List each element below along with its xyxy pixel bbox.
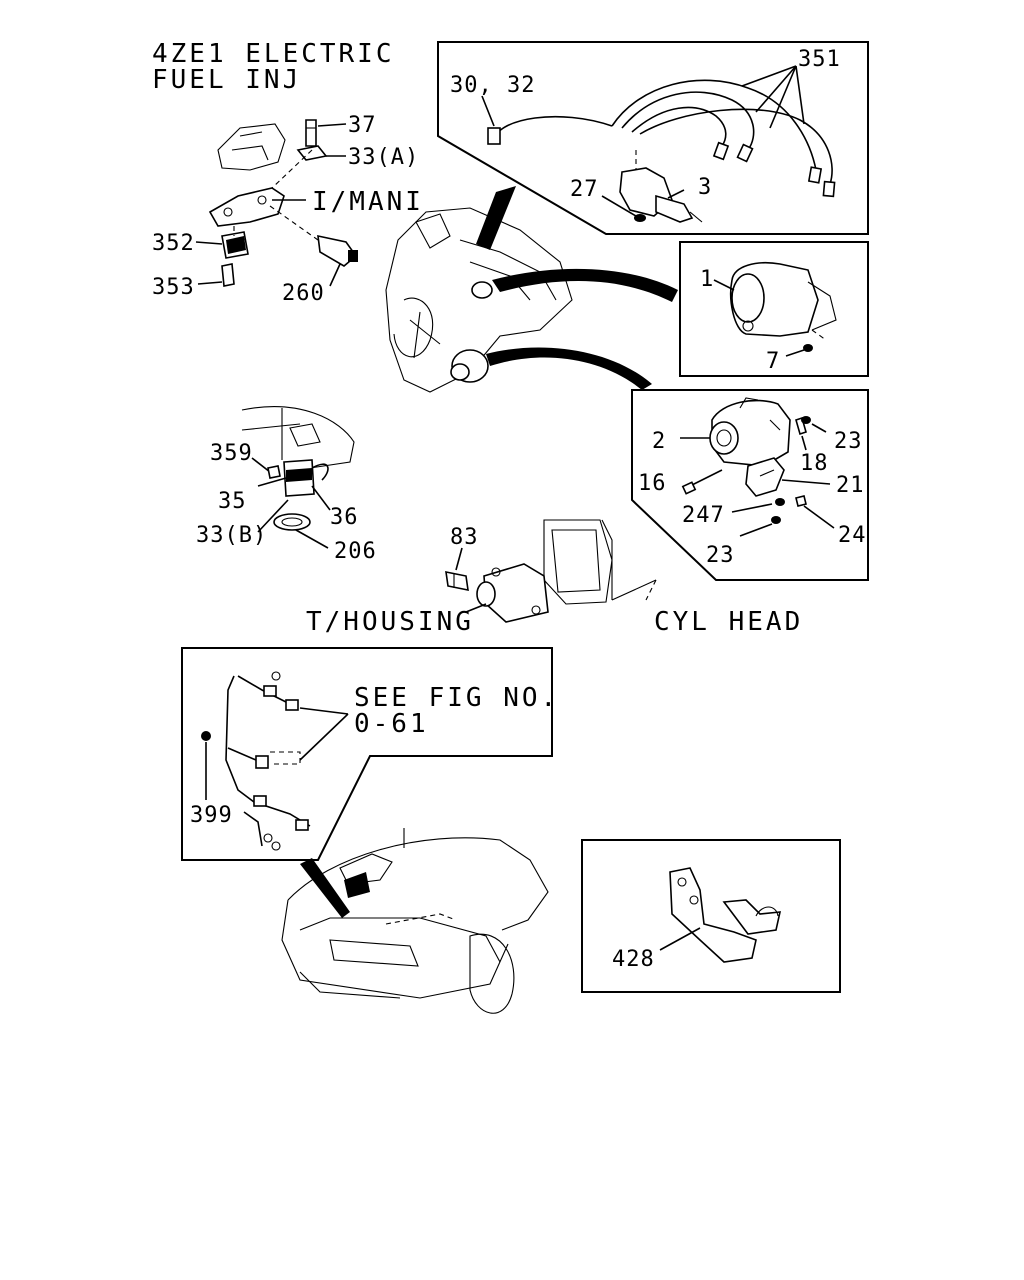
fuel-pump-group [241, 406, 355, 549]
callout-352: 352 [152, 231, 195, 256]
callout-30-32: 30, 32 [450, 73, 535, 98]
callout-399: 399 [190, 803, 233, 828]
callout-206: 206 [334, 539, 377, 564]
label-see-fig: SEE FIG NO. [354, 683, 559, 713]
harness-box [181, 647, 553, 861]
title-line-1: 4ZE1 ELECTRIC [152, 39, 395, 69]
starter-box [679, 241, 869, 377]
callout-18: 18 [800, 451, 829, 476]
label-thermostat-housing: T/HOUSING [306, 607, 474, 637]
callout-83: 83 [450, 525, 479, 550]
callout-33b: 33(B) [196, 523, 267, 548]
callout-2: 2 [652, 429, 666, 454]
callout-27: 27 [570, 177, 599, 202]
ignition-box [437, 41, 869, 235]
thermostat-housing-group [445, 519, 657, 623]
callout-21: 21 [836, 473, 865, 498]
callout-1: 1 [700, 267, 714, 292]
callout-24: 24 [838, 523, 867, 548]
callout-16: 16 [638, 471, 667, 496]
callout-353: 353 [152, 275, 195, 300]
title-line-2: FUEL INJ [152, 65, 301, 95]
bracket-box [581, 839, 841, 993]
callout-359: 359 [210, 441, 253, 466]
engine-illustration [385, 186, 678, 393]
reference-labels: I/MANI T/HOUSING CYL HEAD SEE FIG NO. 0-… [306, 187, 803, 739]
alternator-box [631, 389, 869, 581]
callout-35: 35 [218, 489, 247, 514]
label-fig-number: 0-61 [354, 709, 429, 739]
callout-labels: 37 33(A) 352 353 260 30, 32 351 27 3 1 7… [152, 47, 867, 972]
callout-428: 428 [612, 947, 655, 972]
callout-23-bottom: 23 [706, 543, 735, 568]
callout-260: 260 [282, 281, 325, 306]
diagram-title: 4ZE1 ELECTRIC FUEL INJ [152, 39, 395, 95]
callout-36: 36 [330, 505, 359, 530]
label-intake-manifold: I/MANI [312, 187, 424, 217]
callout-247: 247 [682, 503, 725, 528]
callout-23-top: 23 [834, 429, 863, 454]
callout-37: 37 [348, 113, 377, 138]
callout-351: 351 [798, 47, 841, 72]
label-cylinder-head: CYL HEAD [654, 607, 803, 637]
callout-7: 7 [766, 349, 780, 374]
callout-3: 3 [698, 175, 712, 200]
callout-33a: 33(A) [348, 145, 419, 170]
vehicle-front [281, 828, 549, 1014]
intake-manifold-group [195, 119, 358, 287]
